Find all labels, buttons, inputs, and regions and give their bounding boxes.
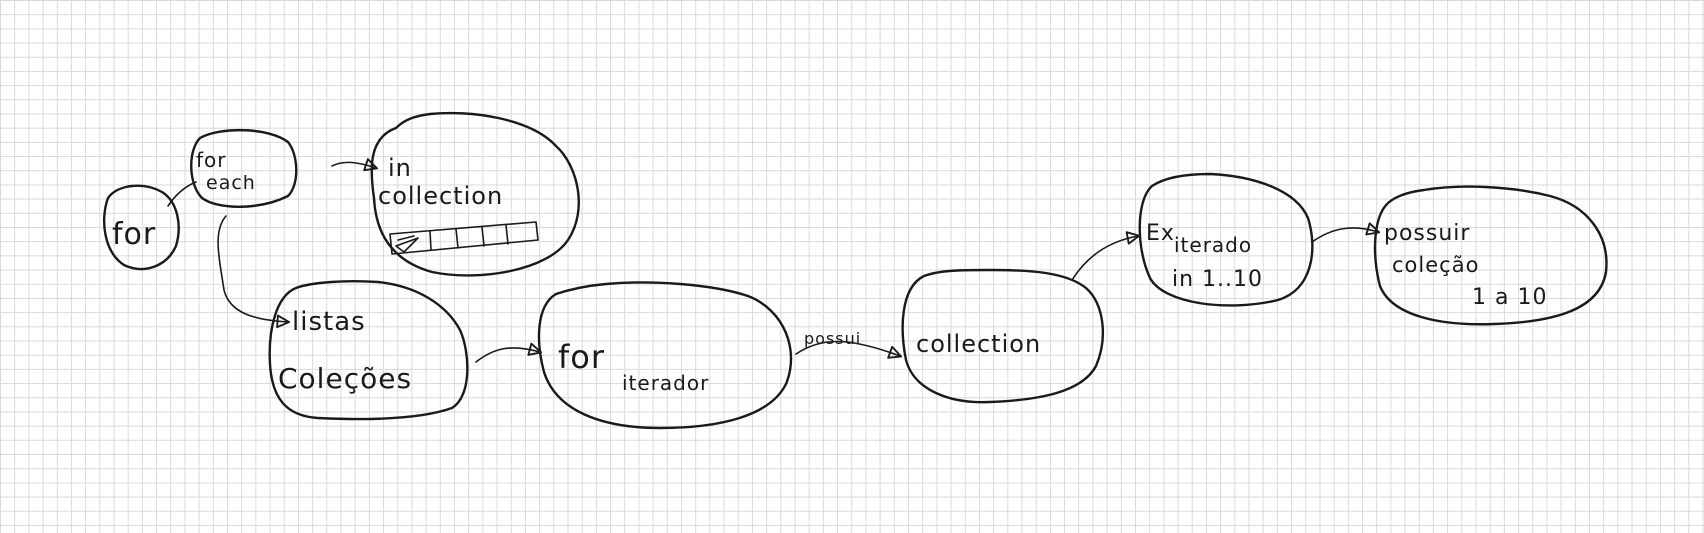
node-listas-shape (268, 280, 469, 421)
edge-foreach-to-listas (217, 215, 291, 329)
node-in-collection-line1: in (388, 154, 412, 182)
node-foreach-line1: for (196, 148, 227, 172)
edge-for-to-foreach (167, 181, 197, 207)
edge-possui-line (795, 340, 903, 359)
node-listas-line2: Coleções (278, 362, 412, 395)
edge-collection-to-example (1071, 231, 1141, 281)
node-foreach-line2: each (206, 172, 256, 194)
edge-listas-to-iterador (475, 342, 543, 363)
edge-example-to-possuir (1311, 222, 1381, 243)
node-possuir-line1: possuir (1384, 221, 1470, 246)
node-example-line2: in 1..10 (1172, 267, 1263, 292)
node-possuir-shape (1373, 185, 1608, 326)
node-collection[interactable]: collection (901, 268, 1105, 404)
node-for-shape (102, 184, 180, 271)
node-possuir-line2: coleção (1392, 253, 1479, 277)
node-for-iterador-shape (537, 281, 793, 430)
node-example-line1: iterado (1174, 233, 1252, 257)
edge-foreach-to-in-collection (331, 158, 379, 172)
node-example-shape (1138, 172, 1314, 307)
array-sketch (389, 221, 539, 255)
node-possuir[interactable]: possuir coleção 1 a 10 (1373, 185, 1608, 326)
node-listas-line1: listas (292, 307, 366, 337)
node-for-label: for (112, 217, 156, 252)
node-collection-label: collection (916, 330, 1041, 358)
edge-possui-label: possui (804, 329, 861, 348)
node-for-iterador-line2: iterador (622, 371, 709, 395)
node-example[interactable]: Ex iterado in 1..10 (1138, 172, 1314, 307)
node-for[interactable]: for (102, 184, 180, 271)
node-in-collection-shape (370, 111, 580, 277)
node-listas[interactable]: listas Coleções (268, 280, 469, 421)
node-in-collection-line2: collection (378, 182, 503, 210)
node-for-iterador[interactable]: for iterador (537, 281, 793, 430)
edge-iterador-to-collection: possui (795, 329, 903, 359)
node-for-iterador-line1: for (558, 338, 605, 376)
node-collection-shape (901, 268, 1105, 404)
node-possuir-line3: 1 a 10 (1472, 285, 1547, 310)
node-example-prefix: Ex (1146, 221, 1175, 246)
node-in-collection[interactable]: in collection (370, 111, 580, 277)
node-foreach[interactable]: for each (190, 128, 298, 208)
